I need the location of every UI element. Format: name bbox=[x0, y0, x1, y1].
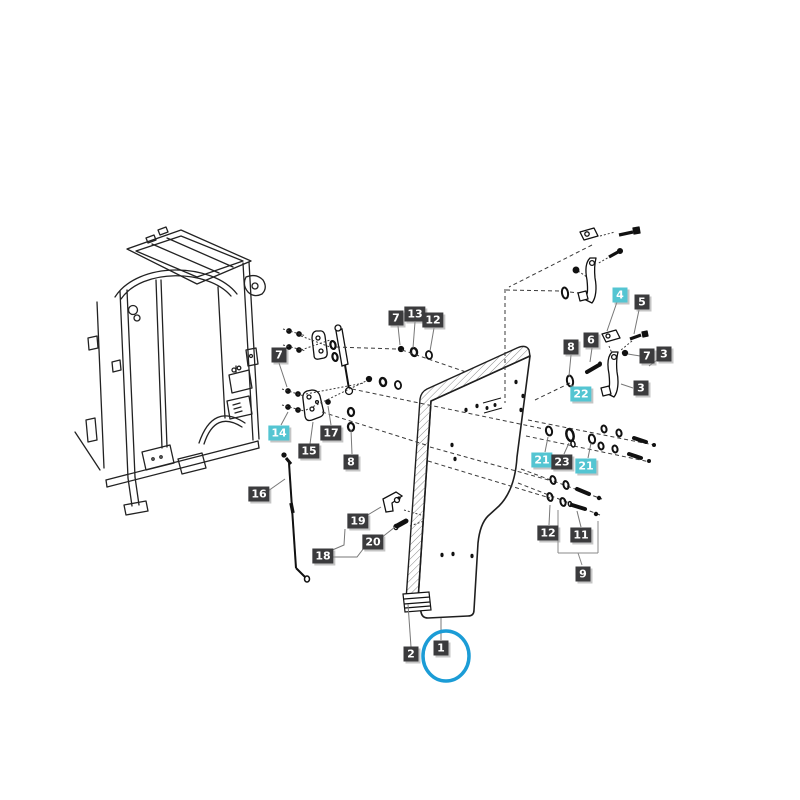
door-assembly bbox=[402, 345, 531, 619]
part-label-14-highlighted[interactable]: 14 bbox=[268, 425, 290, 441]
right-fastener-rows bbox=[544, 424, 656, 463]
part-label-11[interactable]: 11 bbox=[570, 527, 592, 543]
part-label-19[interactable]: 19 bbox=[347, 513, 369, 529]
cab-frame bbox=[74, 226, 266, 516]
part-label-23[interactable]: 23 bbox=[551, 454, 573, 470]
part-label-7-top[interactable]: 7 bbox=[388, 310, 404, 326]
part-label-21-highlighted-a[interactable]: 21 bbox=[531, 452, 553, 468]
part-label-12-top[interactable]: 12 bbox=[422, 312, 444, 328]
gas-strut bbox=[334, 324, 354, 396]
door-seal bbox=[405, 345, 531, 602]
part-label-7-upper-left[interactable]: 7 bbox=[271, 347, 287, 363]
part-label-4-highlighted[interactable]: 4 bbox=[612, 287, 628, 303]
door-handle-group bbox=[382, 491, 409, 531]
leader-lines bbox=[267, 301, 658, 648]
left-fastener-groups bbox=[285, 328, 433, 433]
door-holes bbox=[440, 379, 525, 559]
part-label-6[interactable]: 6 bbox=[583, 332, 599, 348]
part-label-20[interactable]: 20 bbox=[362, 534, 384, 550]
part-label-5[interactable]: 5 bbox=[634, 294, 650, 310]
part-label-18[interactable]: 18 bbox=[312, 548, 334, 564]
assembly-dashed-lines bbox=[281, 231, 655, 527]
door-panel bbox=[417, 355, 531, 619]
seal-end bbox=[402, 591, 432, 613]
part-label-3-upper[interactable]: 3 bbox=[656, 346, 672, 362]
part-label-3-lower[interactable]: 3 bbox=[633, 380, 649, 396]
selected-part-circle bbox=[421, 629, 471, 683]
part-label-1-selected[interactable]: 1 bbox=[433, 640, 449, 656]
part-label-7-hinge[interactable]: 7 bbox=[639, 348, 655, 364]
part-label-15[interactable]: 15 bbox=[298, 443, 320, 459]
stay-rod bbox=[281, 452, 311, 583]
part-label-12-lower[interactable]: 12 bbox=[537, 525, 559, 541]
part-label-21-highlighted-b[interactable]: 21 bbox=[575, 458, 597, 474]
part-label-2[interactable]: 2 bbox=[403, 646, 419, 662]
part-label-13[interactable]: 13 bbox=[404, 306, 426, 322]
part-label-9[interactable]: 9 bbox=[575, 566, 591, 582]
part-label-22-highlighted[interactable]: 22 bbox=[570, 386, 592, 402]
part-label-8-left[interactable]: 8 bbox=[343, 454, 359, 470]
part-label-8-right[interactable]: 8 bbox=[563, 339, 579, 355]
lower-hinge-group bbox=[565, 329, 649, 398]
door-latch-mount bbox=[482, 397, 503, 414]
part-label-17[interactable]: 17 bbox=[320, 425, 342, 441]
upper-hinge-group bbox=[560, 226, 641, 304]
part-label-16[interactable]: 16 bbox=[248, 486, 270, 502]
